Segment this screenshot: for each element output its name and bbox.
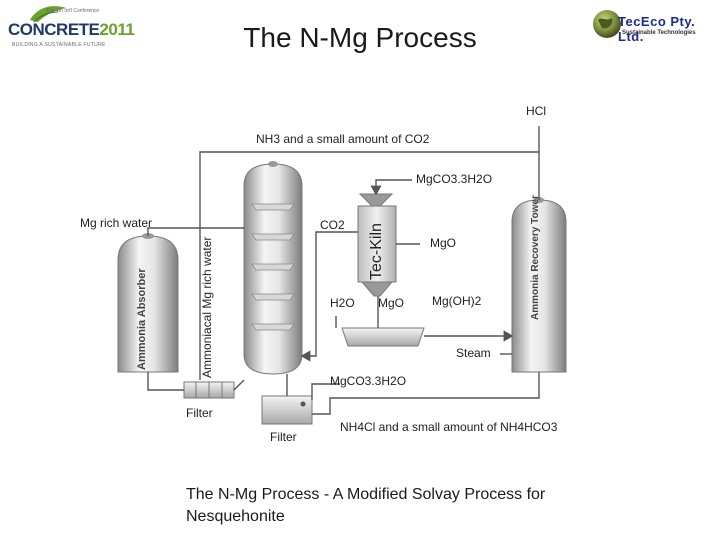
logo-company-name: TecEco Pty. Ltd. xyxy=(618,14,696,44)
hcl-label: HCl xyxy=(526,104,546,118)
hydration-trough xyxy=(341,327,425,347)
concrete-2011-logo: The 4th Int'l Conference CONCRETE2011 BU… xyxy=(6,4,135,50)
recovery-tower-label: Ammonia Recovery Tower xyxy=(530,195,541,320)
filter-left-label: Filter xyxy=(186,406,213,420)
logo-company-tagline: Sustainable Technologies xyxy=(622,30,696,36)
mgoh2-label: Mg(OH)2 xyxy=(432,294,482,308)
h2o-label: H2O xyxy=(330,296,355,310)
absorber-label: Ammonia Absorber xyxy=(136,268,148,370)
page-title: The N-Mg Process xyxy=(243,22,477,53)
mg-rich-water-label: Mg rich water xyxy=(80,216,153,230)
co2-label: CO2 xyxy=(320,218,345,232)
central-column xyxy=(243,161,303,375)
tec-kiln xyxy=(357,193,397,297)
leaf-icon xyxy=(30,6,66,23)
diagram-caption: The N-Mg Process - A Modified Solvay Pro… xyxy=(186,486,546,525)
mgco3-top-label: MgCO3.3H2O xyxy=(416,172,493,186)
logo-top-text: The 4th Int'l Conference xyxy=(46,8,100,14)
filter-left-unit xyxy=(183,381,235,399)
globe-icon xyxy=(593,10,621,38)
ammonia-absorber-vessel xyxy=(117,233,179,373)
nh4cl-label: NH4Cl and a small amount of NH4HCO3 xyxy=(340,420,558,434)
tec-kiln-label: Tec-Kiln xyxy=(368,223,385,280)
logo-tagline: BUILDING A SUSTAINABLE FUTURE xyxy=(12,42,106,48)
mgco3-bottom-label: MgCO3.3H2O xyxy=(330,374,407,388)
mgo-bottom-label: MgO xyxy=(378,296,405,310)
ammoniacal-water-label: Ammoniacal Mg rich water xyxy=(200,236,214,378)
tececo-logo: TecEco Pty. Ltd. Sustainable Technologie… xyxy=(592,0,720,52)
mgo-right-label: MgO xyxy=(430,236,457,250)
nh3-co2-label: NH3 and a small amount of CO2 xyxy=(256,132,430,146)
filter-bottom-label: Filter xyxy=(270,430,297,444)
steam-label: Steam xyxy=(456,346,491,360)
flow-lines xyxy=(147,126,540,415)
filter-bottom-unit xyxy=(261,395,313,425)
logo-main-text: CONCRETE2011 xyxy=(8,20,135,39)
